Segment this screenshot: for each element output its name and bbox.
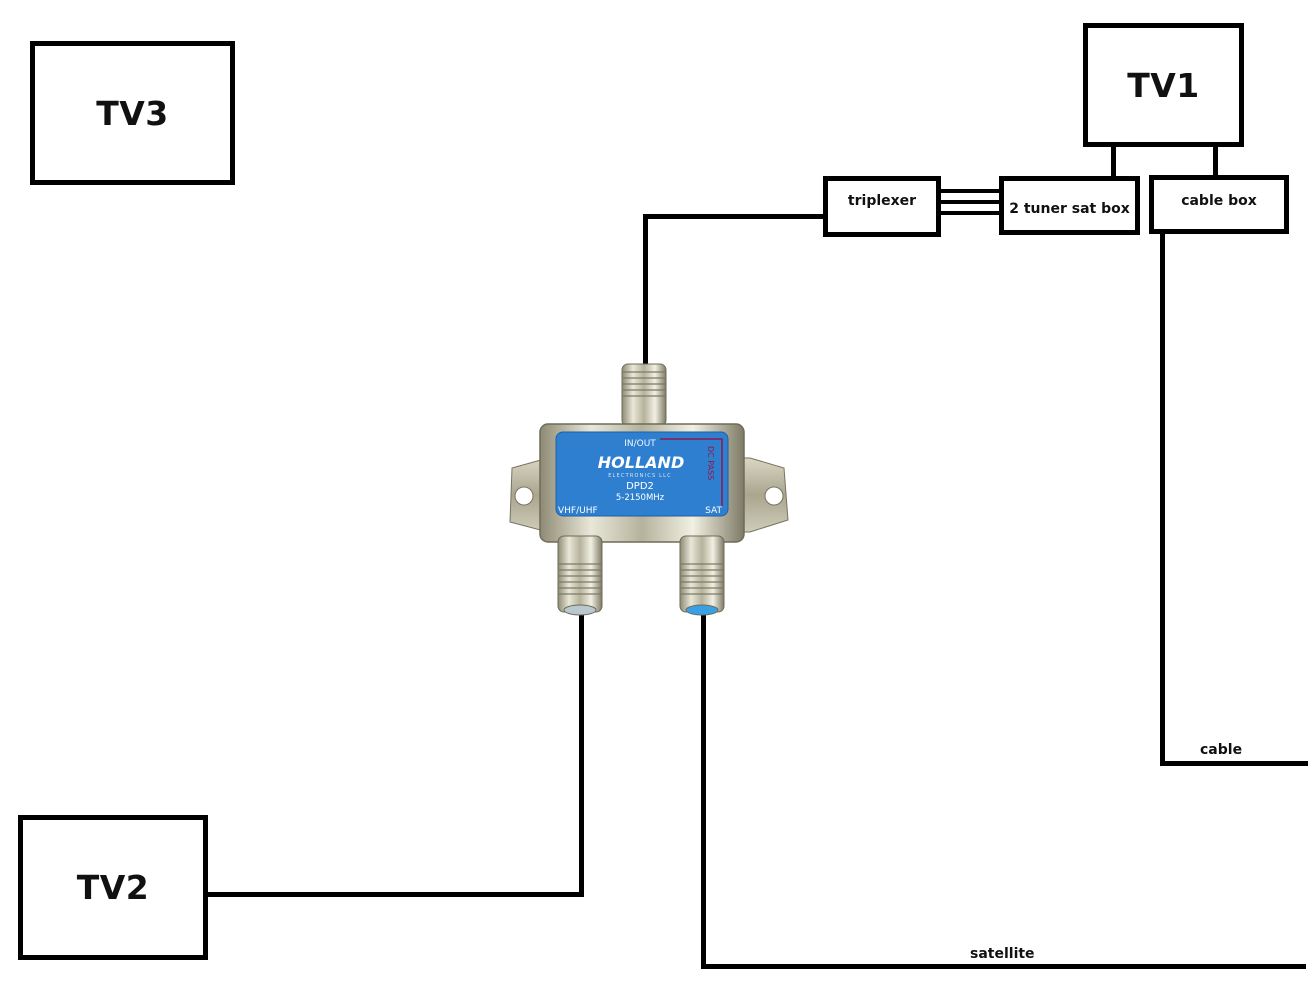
in-out-connector <box>621 363 667 427</box>
port-label-in-out: IN/OUT <box>624 439 656 449</box>
cable-box: cable box <box>1149 175 1289 234</box>
satellite-line-label: satellite <box>970 946 1035 962</box>
line-cablebox-to-tv1 <box>1213 143 1218 181</box>
diplexer-splitter: IN/OUT HOLLAND ELECTRONICS LLC DPD2 5-21… <box>509 363 789 616</box>
cable-box-label: cable box <box>1181 192 1257 209</box>
brand-subtitle: ELECTRONICS LLC <box>608 473 672 479</box>
line-satbox-to-tv1 <box>1111 143 1116 181</box>
triplexer-box: triplexer <box>823 176 941 237</box>
tv2-label: TV2 <box>76 868 150 907</box>
tv3-box: TV3 <box>30 41 235 185</box>
line-cable-vertical <box>1160 230 1165 766</box>
line-sat-horizontal <box>701 964 1306 969</box>
mount-hole-left <box>514 486 534 506</box>
triplexer-to-satbox-wire-2 <box>938 200 1004 204</box>
model-number: DPD2 <box>626 481 654 492</box>
dc-pass-label: DC PASS <box>706 446 715 480</box>
tv1-box: TV1 <box>1083 23 1244 147</box>
tv1-label: TV1 <box>1127 65 1200 105</box>
line-splitter-to-triplexer-vertical <box>643 214 648 374</box>
line-sat-vertical <box>701 612 706 969</box>
triplexer-to-satbox-wire-1 <box>938 189 1004 193</box>
triplexer-label: triplexer <box>847 193 917 209</box>
mount-hole-right <box>764 486 784 506</box>
line-vhf-to-tv2-vertical <box>579 612 584 897</box>
line-vhf-to-tv2-horizontal <box>205 892 584 897</box>
tv3-label: TV3 <box>96 93 169 133</box>
sat-connector <box>679 535 725 616</box>
triplexer-to-satbox-wire-3 <box>938 211 1004 215</box>
line-cable-horizontal <box>1160 761 1308 766</box>
splitter-label-plate <box>555 431 729 517</box>
vhf-uhf-connector <box>557 535 603 616</box>
port-label-sat: SAT <box>705 506 722 516</box>
tv2-box: TV2 <box>18 815 208 960</box>
line-splitter-to-triplexer-horizontal <box>643 214 827 219</box>
sat-box: 2 tuner sat box <box>999 176 1140 235</box>
cable-line-label: cable <box>1200 742 1243 758</box>
frequency-range: 5-2150MHz <box>616 493 665 503</box>
sat-box-label: 2 tuner sat box <box>1009 200 1130 217</box>
dc-pass-indicator-line <box>660 438 723 506</box>
brand-logo: HOLLAND <box>598 453 684 472</box>
port-label-vhf-uhf: VHF/UHF <box>558 506 598 516</box>
